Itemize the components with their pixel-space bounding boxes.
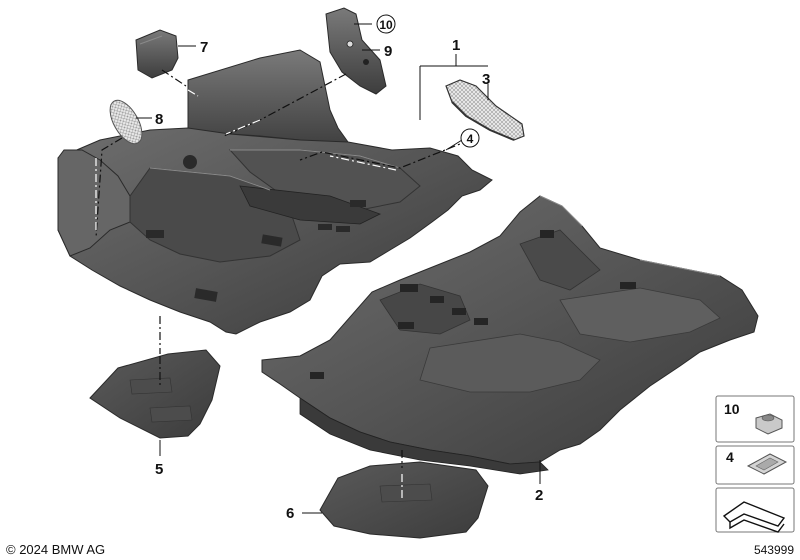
- label-5: 5: [155, 461, 163, 478]
- label-10-circle: [376, 14, 396, 34]
- part-6-floor-mat: [319, 461, 489, 539]
- label-6: 6: [286, 505, 294, 522]
- label-3: 3: [482, 71, 490, 88]
- assembly-lines: [95, 69, 471, 500]
- part-8-mesh-disc: [109, 99, 143, 145]
- part-9-panel: [325, 7, 387, 95]
- label-1: 1: [452, 37, 460, 54]
- front-floor-covering: [261, 195, 759, 475]
- leader-lines: [136, 23, 541, 514]
- label-10: 10: [379, 18, 393, 32]
- clip-icon-detail: [755, 457, 779, 471]
- legend-symbol: [715, 487, 795, 533]
- copyright-text: © 2024 BMW AG: [6, 542, 105, 557]
- label-2: 2: [535, 487, 543, 504]
- nut-icon-hole: [761, 414, 775, 422]
- label-7: 7: [200, 39, 208, 56]
- legend-item-4: 4: [715, 445, 795, 485]
- legend-item-4-number: 4: [726, 449, 734, 465]
- part-3-mesh-insert: [445, 79, 525, 141]
- rear-floor-covering: [57, 49, 493, 335]
- part-5-floor-mat: [89, 349, 221, 439]
- label-4: 4: [467, 132, 474, 146]
- label-8: 8: [155, 111, 163, 128]
- diagram-number: 543999: [754, 543, 794, 557]
- label-4-circle: [460, 128, 480, 148]
- part-7-cover: [135, 29, 179, 79]
- legend-item-10-number: 10: [724, 401, 740, 417]
- legend-item-10: 10: [715, 395, 795, 443]
- label-9: 9: [384, 43, 392, 60]
